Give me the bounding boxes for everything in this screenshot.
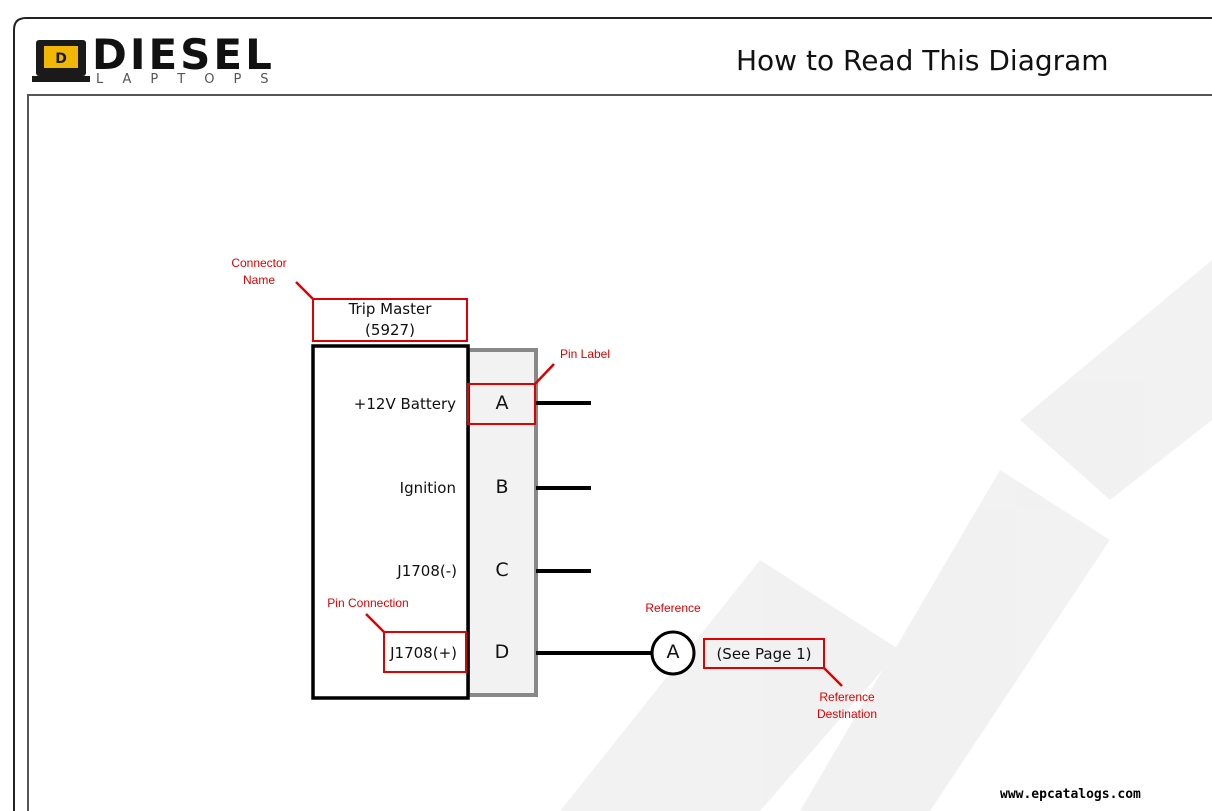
connector-name-line2: (5927) (365, 321, 415, 339)
signal-label-d: J1708(+) (390, 644, 457, 662)
connector-name-box (312, 298, 468, 342)
pin-connection-box (383, 631, 467, 673)
reference-circle (650, 630, 696, 676)
reference-destination-box (703, 638, 825, 669)
page-title: How to Read This Diagram (736, 44, 1109, 77)
annotation-pin-label: Pin Label (559, 347, 611, 361)
content-frame (27, 94, 1212, 811)
pin-label-c: C (495, 559, 509, 581)
reference-symbol: A (666, 641, 680, 663)
logo-wordmark: DIESEL (92, 30, 275, 79)
page-frame (13, 17, 1212, 811)
connector-body (311, 344, 470, 700)
pin-label-b: B (495, 476, 509, 498)
pin-connection-leader (365, 613, 385, 633)
signal-label-c: J1708(-) (397, 562, 457, 580)
reference-destination-leader (823, 667, 843, 687)
annotation-pin-connection: Pin Connection (327, 596, 409, 610)
annotation-reference: Reference (645, 601, 701, 615)
watermark-url: www.epcatalogs.com (1000, 787, 1141, 802)
reference-destination: (See Page 1) (716, 645, 812, 663)
svg-text:D: D (55, 51, 67, 67)
background-watermark (560, 260, 1212, 811)
annotation-connector-name-line1: Connector (231, 256, 287, 270)
signal-label-b: Ignition (399, 479, 456, 497)
logo-subtitle: LAPTOPS (96, 72, 288, 87)
connector-name-line1: Trip Master (348, 300, 432, 318)
pin-label-box (467, 383, 536, 425)
annotation-connector-name-line2: Name (242, 273, 275, 287)
pin-label-d: D (494, 641, 510, 663)
annotation-reference-destination-line1: Reference (819, 690, 875, 704)
signal-label-a: +12V Battery (353, 395, 456, 413)
logo-icon: D (32, 40, 90, 82)
annotation-reference-destination-line2: Destination (816, 707, 878, 721)
annotation-leaders (295, 281, 843, 687)
pin-label-leader (534, 363, 555, 385)
pin-label-a: A (495, 392, 509, 414)
pin-block (466, 348, 538, 697)
connector-name-leader (295, 281, 314, 300)
